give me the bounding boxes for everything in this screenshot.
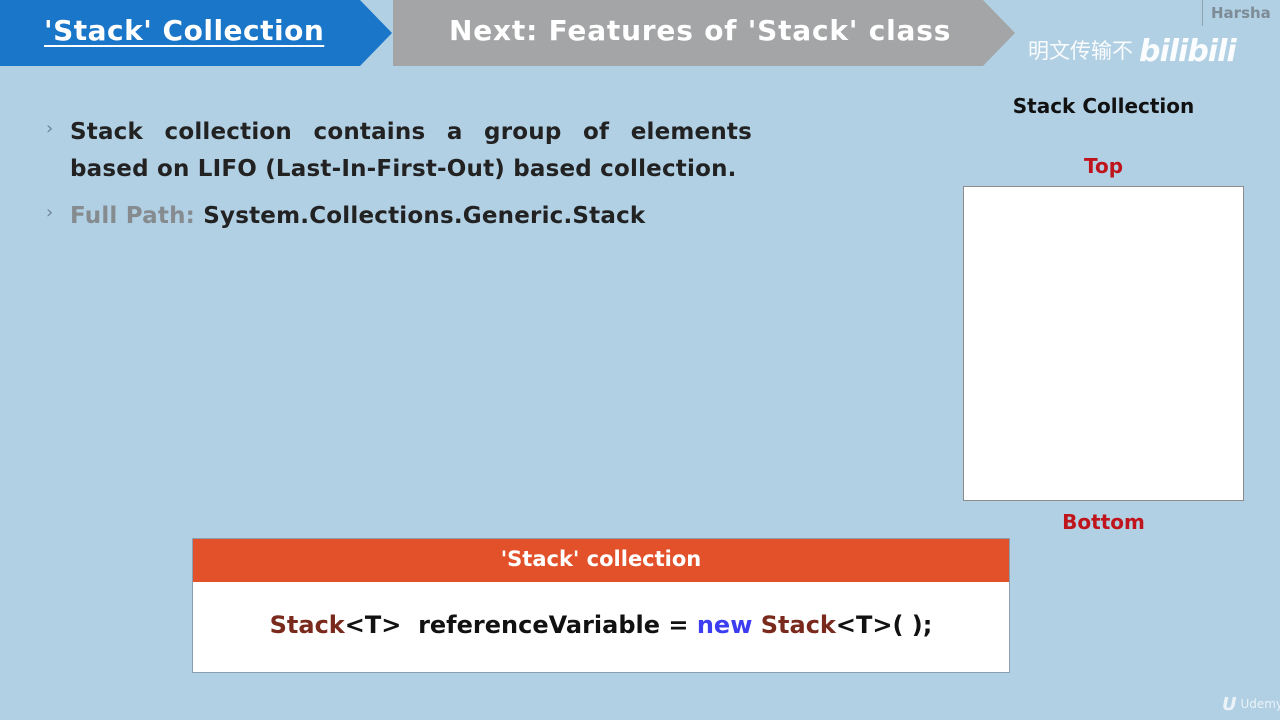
code-new-keyword: new <box>696 611 753 639</box>
bullet-text: Full Path: System.Collections.Generic.St… <box>70 198 752 235</box>
full-path-value: System.Collections.Generic.Stack <box>203 203 646 229</box>
code-variable: referenceVariable = <box>401 611 697 639</box>
stack-bottom-label: Bottom <box>1062 510 1145 534</box>
bullet-item-full-path: › Full Path: System.Collections.Generic.… <box>46 198 752 235</box>
udemy-text: Udemy <box>1240 697 1280 711</box>
bilibili-logo: bilibili <box>1139 34 1237 69</box>
syntax-code: Stack<T> referenceVariable = new Stack<T… <box>193 611 1009 639</box>
bullet-item-description: › Stack collection contains a group of e… <box>46 114 752 188</box>
author-name: Harsha <box>1202 0 1280 26</box>
stack-container-box <box>963 186 1244 501</box>
syntax-header: 'Stack' collection <box>193 539 1009 582</box>
watermark-text: 明文传输不 <box>1028 39 1133 63</box>
stack-diagram-title: Stack Collection <box>1012 94 1195 118</box>
current-topic-tab[interactable]: 'Stack' Collection <box>0 0 392 66</box>
bullet-list: › Stack collection contains a group of e… <box>46 114 752 245</box>
bullet-text: Stack collection contains a group of ele… <box>70 119 752 182</box>
code-type-keyword: Stack <box>760 611 836 639</box>
stack-top-label: Top <box>1083 154 1124 178</box>
code-generic: <T>( ); <box>835 611 933 639</box>
current-topic-label: 'Stack' Collection <box>44 14 325 47</box>
code-generic: <T> <box>344 611 402 639</box>
code-type-keyword: Stack <box>269 611 345 639</box>
next-topic-label: Next: Features of 'Stack' class <box>449 14 952 47</box>
next-topic-tab[interactable]: Next: Features of 'Stack' class <box>393 0 1015 66</box>
chevron-right-icon: › <box>46 202 54 223</box>
udemy-watermark: U Udemy <box>1222 694 1280 715</box>
chevron-right-icon: › <box>46 118 54 139</box>
header: 'Stack' Collection Next: Features of 'St… <box>0 0 1280 69</box>
full-path-label: Full Path: <box>70 203 196 229</box>
udemy-icon: U <box>1222 694 1237 715</box>
syntax-box: 'Stack' collection Stack<T> referenceVar… <box>192 538 1010 673</box>
